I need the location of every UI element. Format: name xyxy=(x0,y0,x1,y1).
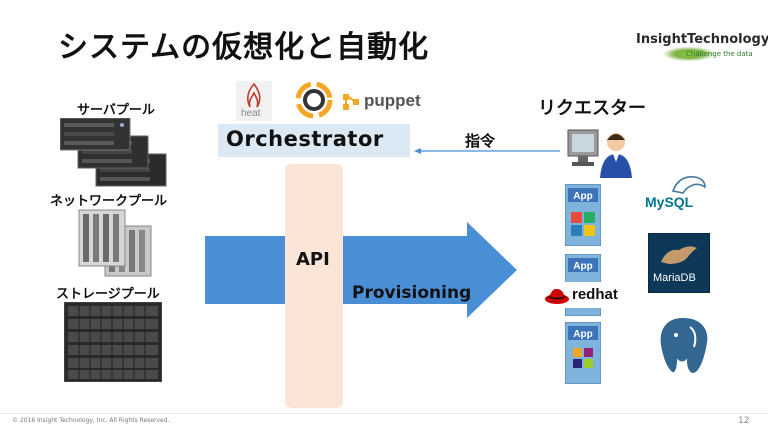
network-pool-label: ネットワークプール xyxy=(50,194,168,209)
server-pool-label: サーバプール xyxy=(77,103,155,118)
slide-title: システムの仮想化と自動化 xyxy=(58,30,430,65)
mariadb-label: MariaDB xyxy=(653,272,696,284)
app-label: App xyxy=(573,329,592,340)
app-label: App xyxy=(573,191,592,202)
dolphin-icon xyxy=(671,175,706,194)
server-rack-icon xyxy=(60,118,167,187)
postgresql-elephant-icon xyxy=(658,315,710,375)
logo-subtext: Challenge the data xyxy=(686,50,753,58)
network-switch-icon xyxy=(78,209,152,277)
storage-pool-label: ストレージプール xyxy=(56,287,160,302)
redhat-label: redhat xyxy=(572,286,618,303)
flame-icon xyxy=(247,82,261,108)
redhat-hat-icon xyxy=(545,288,569,304)
api-bar xyxy=(285,164,343,408)
heat-label: heat xyxy=(241,108,261,119)
footer-divider xyxy=(0,413,768,414)
insight-technology-logo: InsightTechnology Challenge the data xyxy=(636,30,768,61)
redhat-logo: redhat xyxy=(542,282,624,308)
app-windows-icon: App xyxy=(565,184,601,246)
copyright-text: © 2016 Insight Technology, Inc. All Righ… xyxy=(12,417,170,424)
page-number: 12 xyxy=(738,416,750,426)
requester-label: リクエスター xyxy=(538,98,646,119)
app-centos-icon: App xyxy=(565,322,601,384)
app-label: App xyxy=(573,261,592,272)
puppet-icon xyxy=(343,94,359,110)
puppet-label: puppet xyxy=(364,91,421,110)
provisioning-arrow xyxy=(205,222,517,318)
mysql-logo: MySQL xyxy=(645,173,715,213)
storage-array-icon xyxy=(64,302,162,382)
command-label: 指令 xyxy=(465,132,496,150)
command-arrow xyxy=(414,148,560,154)
provisioning-label: Provisioning xyxy=(352,283,472,303)
orchestration-gear-icon xyxy=(295,81,333,119)
mariadb-logo: MariaDB xyxy=(648,233,710,293)
orchestrator-label: Orchestrator xyxy=(226,127,384,151)
orchestrator-box xyxy=(218,124,410,157)
mysql-label: MySQL xyxy=(645,194,694,210)
api-label: API xyxy=(296,249,330,270)
heat-logo: heat xyxy=(236,81,272,121)
logo-splash xyxy=(664,47,714,61)
user-at-computer-icon xyxy=(567,129,632,178)
logo-text: InsightTechnology xyxy=(636,32,768,47)
seal-icon xyxy=(661,246,697,264)
